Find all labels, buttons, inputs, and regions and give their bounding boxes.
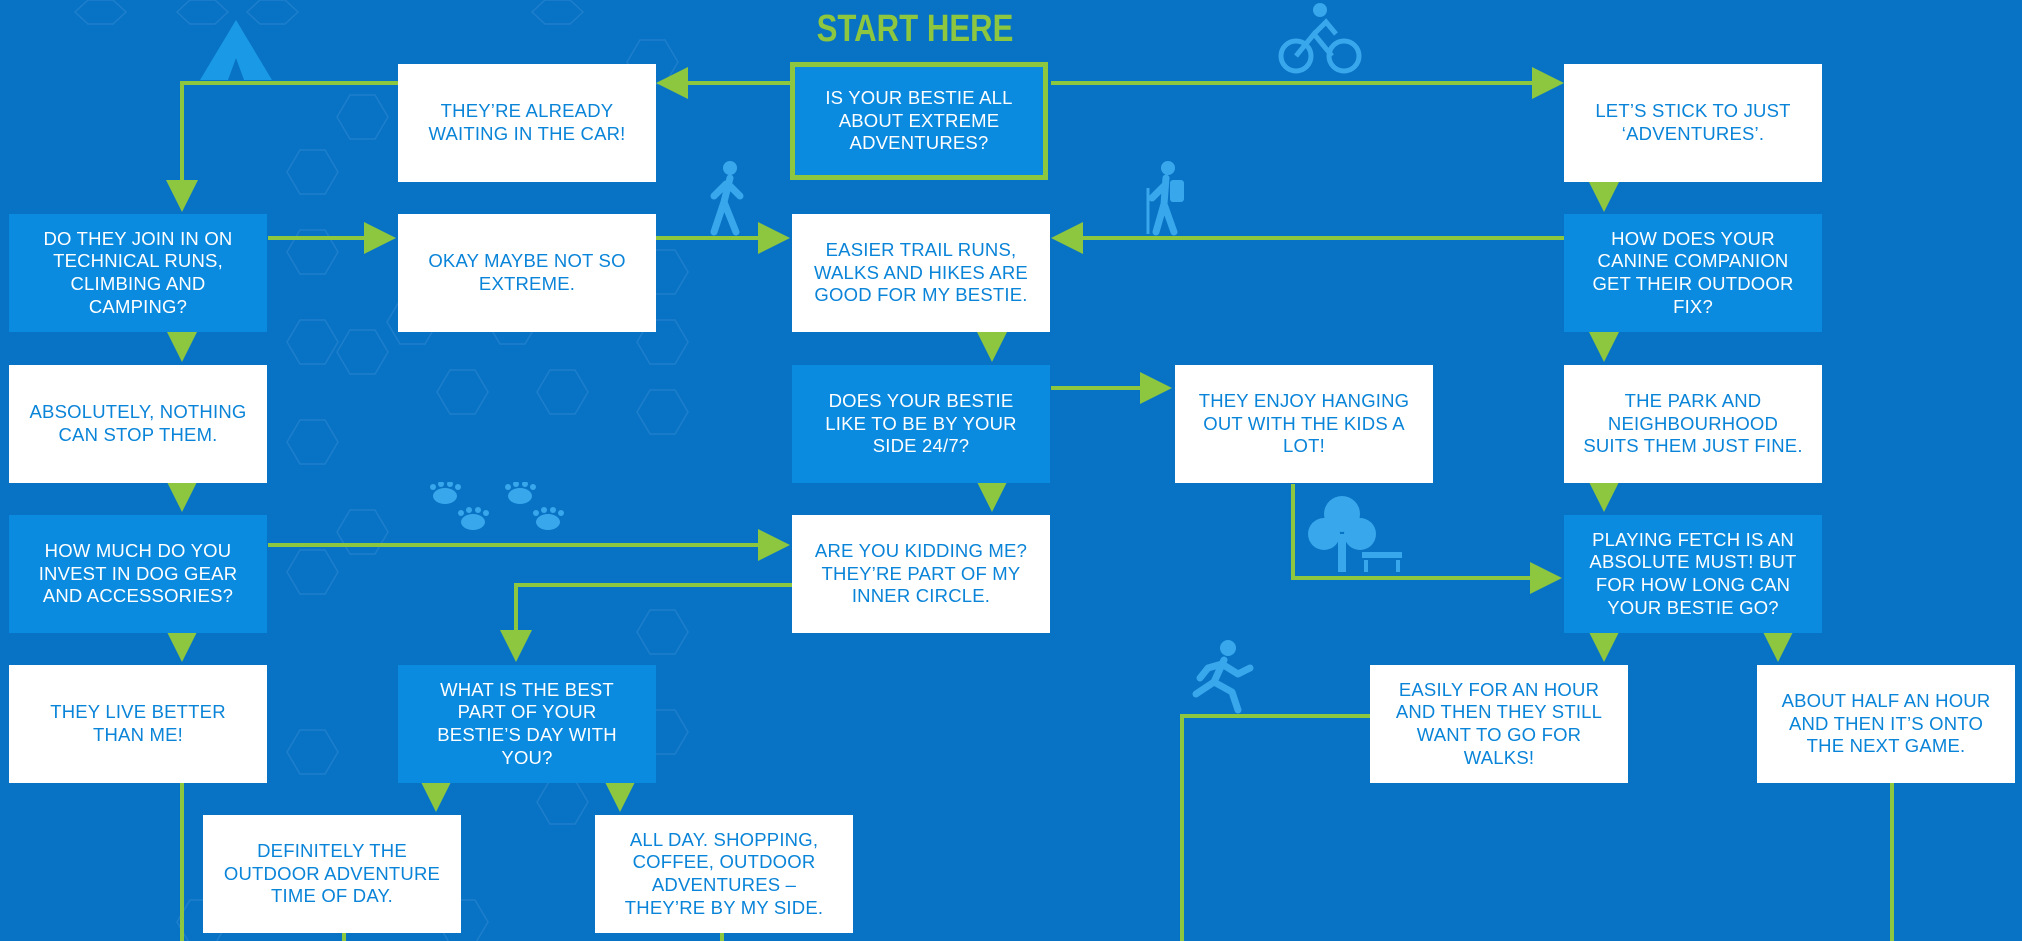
question-invest-gear-text: HOW MUCH DO YOU INVEST IN DOG GEAR AND A…	[38, 540, 238, 607]
connector-kidding-to-best	[500, 583, 792, 662]
answer-all-day: ALL DAY. SHOPPING, COFFEE, OUTDOOR ADVEN…	[595, 815, 853, 933]
question-best-part-text: WHAT IS THE BEST PART OF YOUR BESTIE’S D…	[437, 678, 617, 768]
walker-icon	[710, 161, 744, 236]
answer-hour-text: EASILY FOR AN HOUR AND THEN THEY STILL W…	[1395, 678, 1603, 768]
start-question-box: IS YOUR BESTIE ALL ABOUT EXTREME ADVENTU…	[790, 62, 1048, 180]
cyclist-icon	[1278, 3, 1362, 74]
answer-stick-adventures: LET’S STICK TO JUST ‘ADVENTURES’.	[1564, 64, 1822, 182]
answer-kidding-text: ARE YOU KIDDING ME? THEY’RE PART OF MY I…	[814, 540, 1028, 607]
answer-live-better-text: THEY LIVE BETTER THAN ME!	[50, 701, 226, 745]
answer-absolutely: ABSOLUTELY, NOTHING CAN STOP THEM.	[9, 365, 267, 483]
hiker-icon	[1146, 161, 1184, 236]
connector-kids-to-fetch	[1291, 484, 1562, 594]
tent-icon	[200, 20, 272, 80]
question-join-technical: DO THEY JOIN IN ON TECHNICAL RUNS, CLIMB…	[9, 214, 267, 332]
question-invest-gear: HOW MUCH DO YOU INVEST IN DOG GEAR AND A…	[9, 515, 267, 633]
answer-waiting-car-text: THEY’RE ALREADY WAITING IN THE CAR!	[428, 100, 626, 144]
connector-waiting-to-join	[166, 81, 398, 212]
answer-stick-adventures-text: LET’S STICK TO JUST ‘ADVENTURES’.	[1595, 100, 1791, 144]
question-by-side: DOES YOUR BESTIE LIKE TO BE BY YOUR SIDE…	[792, 365, 1050, 483]
answer-live-better: THEY LIVE BETTER THAN ME!	[9, 665, 267, 783]
answer-easier-trail-text: EASIER TRAIL RUNS, WALKS AND HIKES ARE G…	[814, 239, 1028, 306]
answer-park-text: THE PARK AND NEIGHBOURHOOD SUITS THEM JU…	[1583, 390, 1803, 457]
connector-hour-down	[1180, 714, 1370, 941]
answer-half-hour: ABOUT HALF AN HOUR AND THEN IT’S ONTO TH…	[1757, 665, 2015, 783]
answer-park: THE PARK AND NEIGHBOURHOOD SUITS THEM JU…	[1564, 365, 1822, 483]
question-by-side-text: DOES YOUR BESTIE LIKE TO BE BY YOUR SIDE…	[825, 390, 1017, 457]
question-best-part: WHAT IS THE BEST PART OF YOUR BESTIE’S D…	[398, 665, 656, 783]
question-fetch-text: PLAYING FETCH IS AN ABSOLUTE MUST! BUT F…	[1589, 528, 1797, 618]
answer-outdoor-time-text: DEFINITELY THE OUTDOOR ADVENTURE TIME OF…	[223, 840, 441, 907]
question-fetch: PLAYING FETCH IS AN ABSOLUTE MUST! BUT F…	[1564, 515, 1822, 633]
answer-hour: EASILY FOR AN HOUR AND THEN THEY STILL W…	[1370, 665, 1628, 783]
answer-maybe-not: OKAY MAYBE NOT SO EXTREME.	[398, 214, 656, 332]
park-icon	[1308, 496, 1402, 572]
runner-icon	[1192, 640, 1254, 714]
start-question-text: IS YOUR BESTIE ALL ABOUT EXTREME ADVENTU…	[825, 87, 1013, 154]
paw-prints-icon	[430, 482, 564, 530]
answer-hanging-kids-text: THEY ENJOY HANGING OUT WITH THE KIDS A L…	[1198, 390, 1410, 457]
answer-outdoor-time: DEFINITELY THE OUTDOOR ADVENTURE TIME OF…	[203, 815, 461, 933]
answer-half-hour-text: ABOUT HALF AN HOUR AND THEN IT’S ONTO TH…	[1781, 690, 1991, 757]
answer-hanging-kids: THEY ENJOY HANGING OUT WITH THE KIDS A L…	[1175, 365, 1433, 483]
answer-easier-trail: EASIER TRAIL RUNS, WALKS AND HIKES ARE G…	[792, 214, 1050, 332]
question-outdoor-fix-text: HOW DOES YOUR CANINE COMPANION GET THEIR…	[1592, 227, 1794, 317]
answer-kidding: ARE YOU KIDDING ME? THEY’RE PART OF MY I…	[792, 515, 1050, 633]
answer-all-day-text: ALL DAY. SHOPPING, COFFEE, OUTDOOR ADVEN…	[624, 828, 824, 918]
answer-maybe-not-text: OKAY MAYBE NOT SO EXTREME.	[428, 250, 626, 294]
answer-absolutely-text: ABSOLUTELY, NOTHING CAN STOP THEM.	[29, 401, 247, 445]
start-here-title: START HERE	[816, 8, 1014, 50]
question-outdoor-fix: HOW DOES YOUR CANINE COMPANION GET THEIR…	[1564, 214, 1822, 332]
question-join-technical-text: DO THEY JOIN IN ON TECHNICAL RUNS, CLIMB…	[43, 227, 233, 317]
answer-waiting-car: THEY’RE ALREADY WAITING IN THE CAR!	[398, 64, 656, 182]
